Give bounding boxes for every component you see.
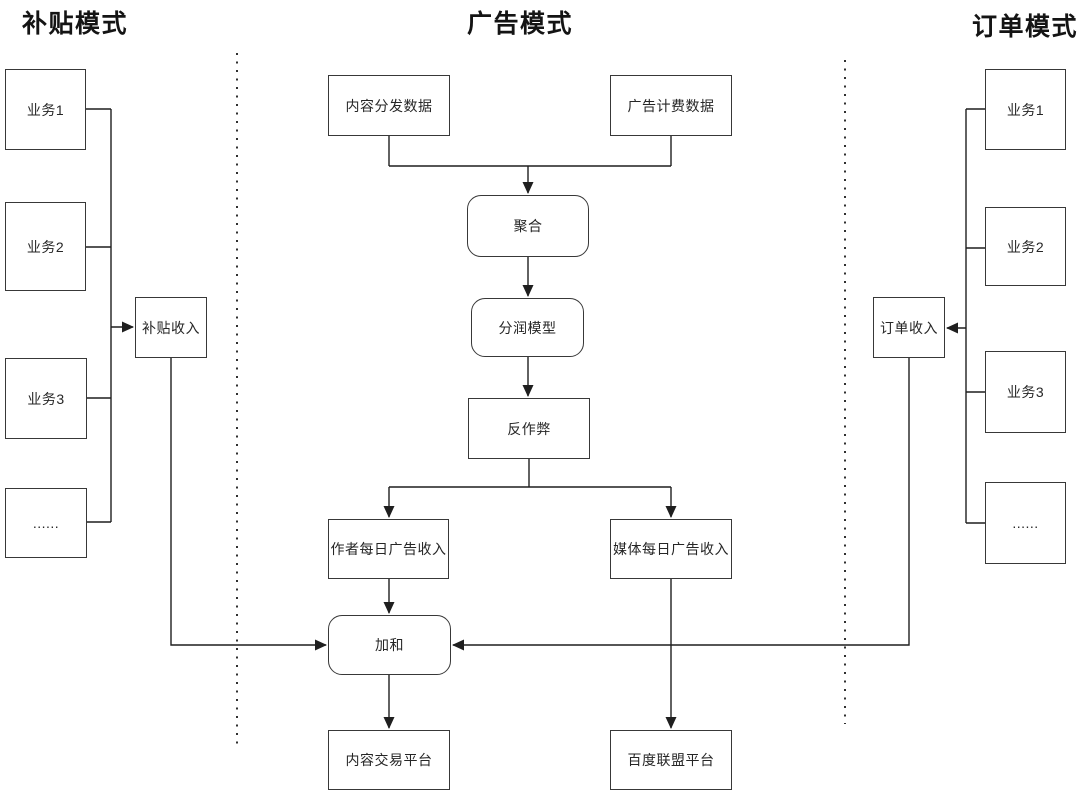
section-title-orders: 订单模式 — [972, 13, 1079, 41]
connector-lines — [86, 108, 985, 524]
node-order-biz2: 业务2 — [985, 207, 1066, 286]
section-title-subsidy: 补贴模式 — [22, 10, 129, 38]
node-ad-billing-data: 广告计费数据 — [610, 75, 732, 136]
node-content-dist-data: 内容分发数据 — [328, 75, 450, 136]
node-sum: 加和 — [328, 615, 451, 675]
node-order-biz3: 业务3 — [985, 351, 1066, 433]
node-subsidy-more: ...... — [5, 488, 87, 558]
node-anti-cheat: 反作弊 — [468, 398, 590, 459]
node-profit-model: 分润模型 — [471, 298, 584, 357]
node-aggregate: 聚合 — [467, 195, 589, 257]
node-subsidy-biz3: 业务3 — [5, 358, 87, 439]
node-subsidy-biz2: 业务2 — [5, 202, 86, 291]
node-media-daily-ad-income: 媒体每日广告收入 — [610, 519, 732, 579]
arrow-subsidy-to-sum — [170, 358, 327, 651]
arrow-order-to-sum — [452, 358, 910, 651]
node-baidu-union-platform: 百度联盟平台 — [610, 730, 732, 790]
node-content-trade-platform: 内容交易平台 — [328, 730, 450, 790]
node-subsidy-biz1: 业务1 — [5, 69, 86, 150]
node-order-biz1: 业务1 — [985, 69, 1066, 150]
arrow-connectors — [111, 166, 966, 729]
node-author-daily-ad-income: 作者每日广告收入 — [328, 519, 449, 579]
node-subsidy-income: 补贴收入 — [135, 297, 207, 358]
section-title-ads: 广告模式 — [467, 10, 574, 38]
node-order-income: 订单收入 — [873, 297, 945, 358]
node-order-more: ...... — [985, 482, 1066, 564]
